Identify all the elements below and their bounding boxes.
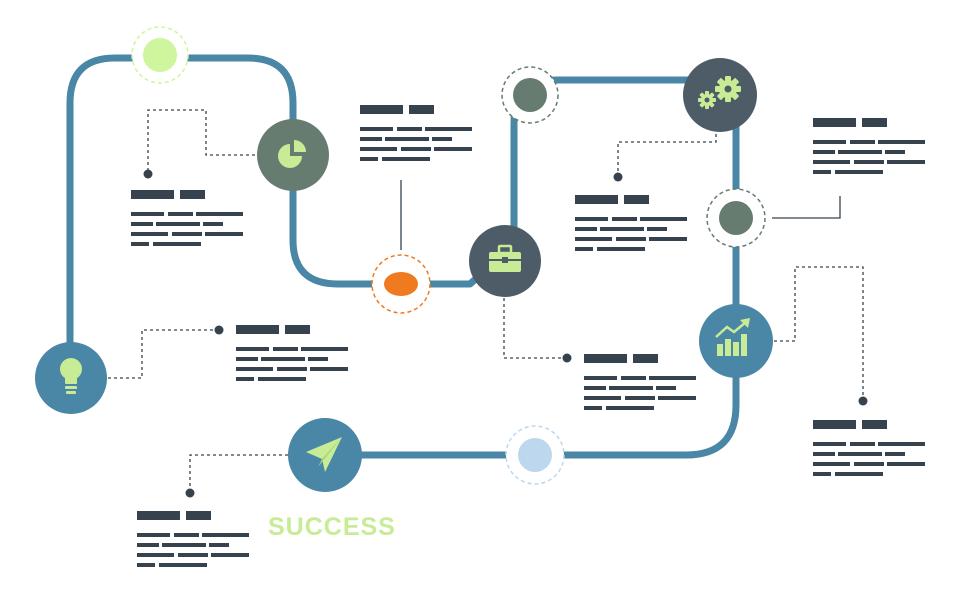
paper-plane-icon xyxy=(306,437,342,472)
text-block-settings xyxy=(575,195,687,251)
growth-chart-icon xyxy=(715,318,750,356)
pie-chart-icon xyxy=(278,140,306,168)
text-block-orange-milestone xyxy=(360,105,472,161)
text-block-idea xyxy=(236,325,348,381)
connector-growth xyxy=(774,266,864,400)
briefcase-icon xyxy=(489,244,521,272)
connector-gray-milestone-2 xyxy=(772,196,841,219)
node-business xyxy=(469,225,541,297)
connector-dot xyxy=(613,172,623,182)
node-settings xyxy=(683,58,757,132)
node-growth xyxy=(699,304,773,378)
connector-dot xyxy=(185,488,195,498)
connector-dot xyxy=(858,396,868,406)
connector-idea xyxy=(108,329,218,379)
connector-dot xyxy=(143,169,153,179)
text-block-gray-milestone-2 xyxy=(813,118,925,174)
node-analytics xyxy=(257,119,329,191)
gray-milestone-1 xyxy=(501,66,559,124)
success-label: SUCCESS xyxy=(268,513,396,541)
gray-milestone-2 xyxy=(706,188,766,248)
text-block-launch xyxy=(137,511,249,567)
connector-dot xyxy=(562,353,572,363)
connector-business xyxy=(503,298,566,359)
gears-icon xyxy=(698,76,741,109)
connector-launch xyxy=(189,454,288,492)
lightbulb-icon xyxy=(60,358,82,394)
text-block-growth xyxy=(813,420,925,476)
connector-dot xyxy=(214,325,224,335)
lime-milestone xyxy=(131,26,189,84)
node-launch xyxy=(288,418,362,492)
connector-analytics xyxy=(147,109,255,172)
text-block-analytics xyxy=(131,190,243,246)
light-blue-milestone xyxy=(505,425,565,485)
node-idea xyxy=(35,342,107,414)
text-block-business xyxy=(584,354,696,410)
connector-settings xyxy=(617,128,717,176)
orange-milestone xyxy=(371,254,431,314)
